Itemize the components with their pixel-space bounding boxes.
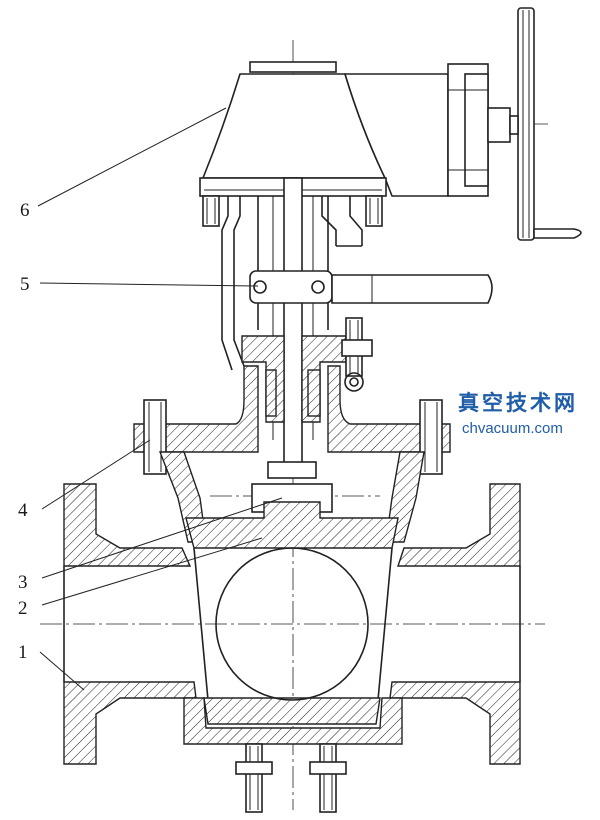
bonnet-cover — [133, 365, 451, 475]
tapered-plug — [185, 501, 399, 725]
part-label-3: 3 — [18, 572, 28, 593]
part-label-4: 4 — [18, 500, 28, 521]
leader-lines — [37, 107, 283, 691]
gear-operator — [199, 7, 582, 371]
part-label-5: 5 — [20, 274, 30, 295]
watermark-title: 真空技术网 — [458, 390, 578, 415]
clamp-lever — [249, 270, 493, 304]
packing-gland — [241, 317, 373, 423]
watermark-url: chvacuum.com — [462, 420, 563, 437]
part-label-1: 1 — [18, 642, 28, 663]
part-label-6: 6 — [20, 200, 30, 221]
part-label-2: 2 — [18, 598, 28, 619]
